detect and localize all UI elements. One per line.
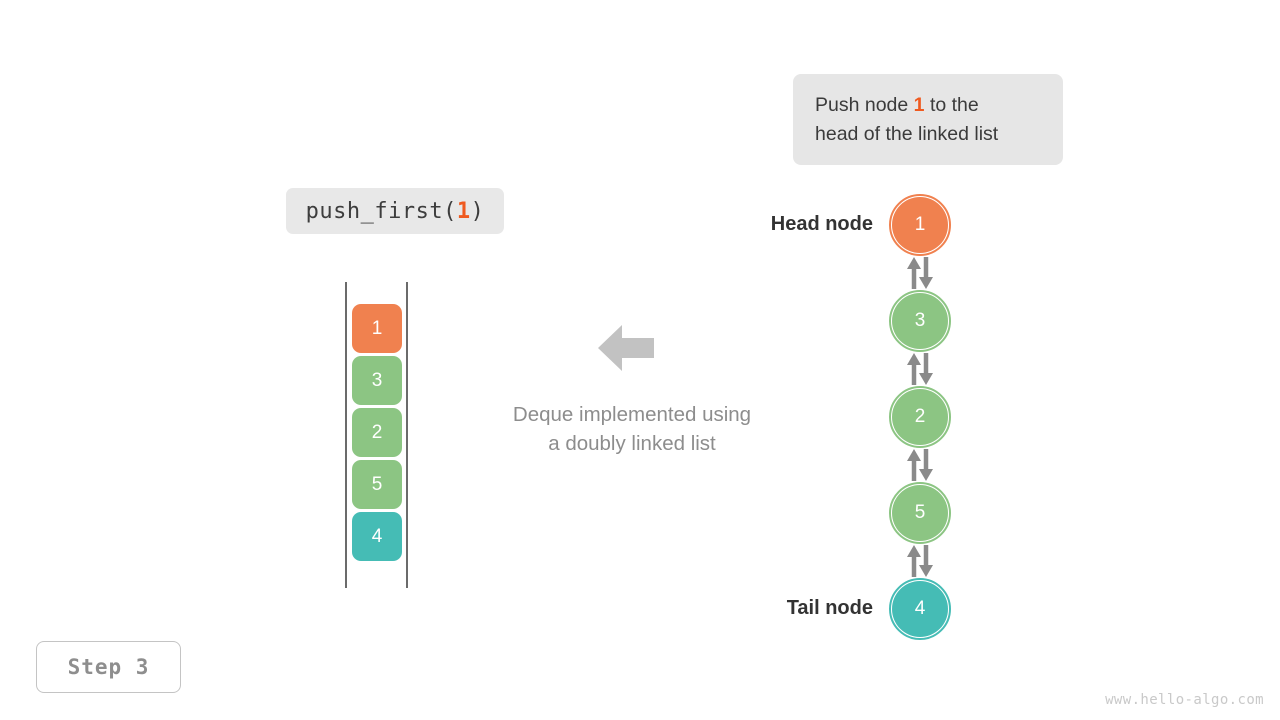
linked-list-edge-bidirectional [904, 353, 936, 385]
callout-line-1: Push node 1 to the [815, 91, 1041, 120]
diagram-caption: Deque implemented using a doubly linked … [452, 400, 812, 458]
doubly-linked-list: 1 3 2 5 4 Head node Tail node [740, 185, 1040, 645]
stack-cell: 2 [352, 408, 402, 457]
operation-close-paren: ) [470, 198, 485, 224]
stack-cell-value: 5 [371, 473, 383, 495]
caption-line-1: Deque implemented using [512, 403, 752, 426]
operation-call-chip: push_first(1) [286, 188, 504, 234]
stack-cell-value: 1 [371, 317, 383, 339]
stack-cell-value: 3 [371, 369, 383, 391]
callout-text-pre: Push node [815, 94, 914, 116]
callout-line-2: head of the linked list [815, 123, 999, 145]
callout-highlight-value: 1 [913, 94, 925, 116]
linked-list-node-value: 1 [914, 214, 926, 235]
stack-cell-value: 4 [371, 525, 383, 547]
operation-name: push_first( [305, 198, 457, 224]
linked-list-edge-bidirectional [904, 449, 936, 481]
linked-list-node: 1 [892, 197, 948, 253]
stack-cell: 1 [352, 304, 402, 353]
stack-cell: 4 [352, 512, 402, 561]
stack-cell-value: 2 [371, 421, 383, 443]
callout-text-post: to the [924, 94, 979, 116]
linked-list-node-value: 2 [914, 406, 926, 427]
watermark: www.hello-algo.com [1105, 692, 1264, 708]
operation-argument: 1 [456, 198, 471, 224]
stack-rail-left [345, 282, 347, 588]
stack-cell: 5 [352, 460, 402, 509]
step-badge: Step 3 [36, 641, 181, 693]
linked-list-edge-bidirectional [904, 545, 936, 577]
stack-cell: 3 [352, 356, 402, 405]
linked-list-node-value: 3 [914, 310, 926, 331]
deque-stack: 1 3 2 5 4 [340, 282, 414, 588]
linked-list-node: 2 [892, 389, 948, 445]
linked-list-node-value: 5 [914, 502, 926, 523]
tail-node-label: Tail node [786, 597, 873, 619]
caption-line-2: a doubly linked list [548, 432, 716, 455]
left-pointing-arrow-icon [597, 322, 655, 374]
stack-rail-right [406, 282, 408, 588]
head-node-label: Head node [770, 213, 873, 235]
linked-list-edge-bidirectional [904, 257, 936, 289]
linked-list-node: 5 [892, 485, 948, 541]
callout-box: Push node 1 to the head of the linked li… [793, 74, 1063, 165]
linked-list-node-value: 4 [914, 598, 926, 619]
linked-list-node: 4 [892, 581, 948, 637]
linked-list-node: 3 [892, 293, 948, 349]
